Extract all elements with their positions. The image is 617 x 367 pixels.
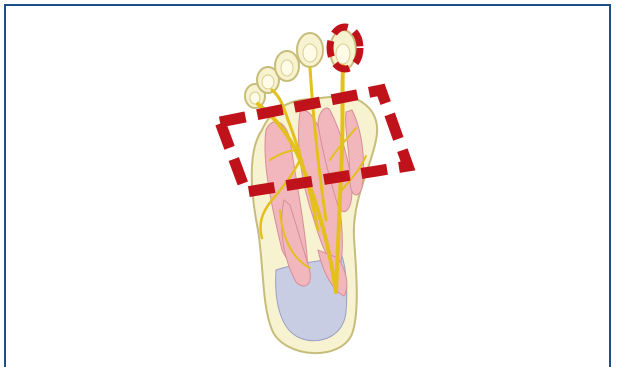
foot-anatomy-illustration [0,0,617,367]
